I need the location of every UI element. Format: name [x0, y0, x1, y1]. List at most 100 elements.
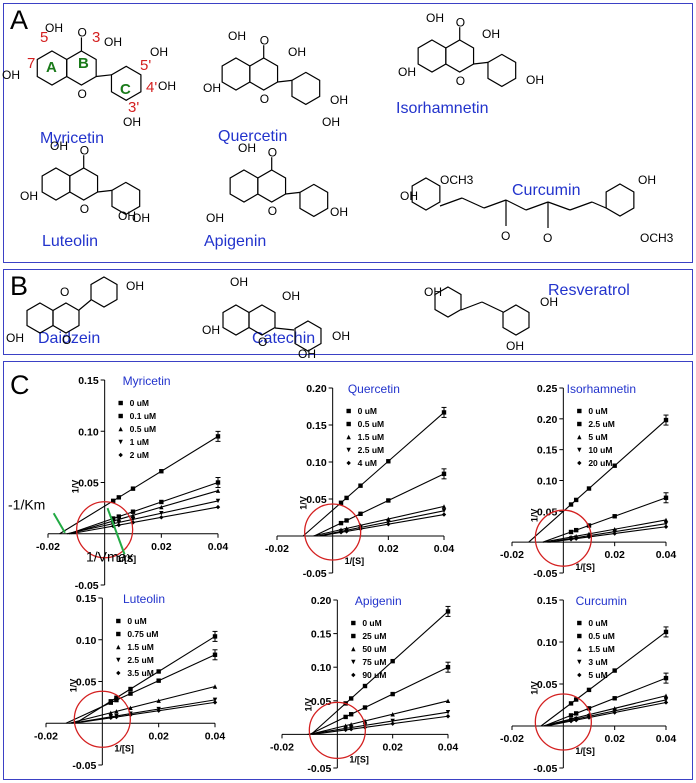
chart-5-xlabel: 1/[S] — [575, 746, 595, 756]
chart-4-legend-marker-4 — [351, 672, 356, 678]
chart-4-legend-marker-2 — [351, 646, 356, 652]
panel-label-c: C — [10, 370, 30, 400]
chart-4-series-1-point-3 — [390, 691, 395, 697]
chart-4-series-0-point-3 — [390, 658, 395, 664]
chart-4-series-4-point-4 — [445, 714, 451, 719]
catechin-label-oh-5: OH — [298, 347, 316, 360]
chart-3-series-line-3 — [71, 699, 216, 724]
chart-3-ylabel: 1/V — [68, 679, 78, 693]
chart-0-legend-marker-4 — [118, 452, 123, 458]
curcumin-ring-left — [411, 177, 441, 211]
daidzein-label-ring-o: O — [62, 333, 71, 347]
chart-5-series-2-point-4 — [663, 693, 669, 698]
chart-0-legend-label-0: 0 uM — [130, 398, 149, 408]
curcumin-chain-bond-0 — [439, 197, 463, 207]
chart-0-xtick-label-0: -0.02 — [36, 541, 60, 553]
chart-2-legend-marker-3 — [577, 447, 582, 453]
myricetin-structure-ring-c — [66, 50, 97, 86]
chart-5-highlight-circle — [534, 693, 592, 751]
chart-3-ytick-label-3: 0.15 — [76, 593, 97, 605]
chart-4-series-1-point-0 — [343, 714, 348, 720]
daidzein-ring-c — [52, 302, 80, 334]
chart-2-highlight-circle — [534, 509, 592, 567]
chart-2-ytick-label-1: 0.05 — [537, 506, 558, 518]
myricetin-structure-label-oh-1: OH — [104, 35, 122, 49]
chart-2-series-4-point-2 — [586, 534, 592, 540]
km-annotation: -1/Km — [8, 496, 45, 512]
chart-3-legend-marker-2 — [116, 644, 121, 650]
chart-5-ylabel: 1/V — [529, 681, 539, 695]
chart-5-xtick-label-2: 0.04 — [656, 733, 677, 745]
chart-1-legend-label-4: 4 uM — [358, 458, 377, 468]
isorhamnetin-structure-bond-bc — [473, 61, 489, 65]
chart-3-series-0-point-2 — [128, 686, 133, 692]
chart-0-series-line-1 — [68, 481, 219, 535]
chart-5-xtick-label-0: -0.02 — [500, 733, 524, 745]
chart-0-title: Myricetin — [123, 374, 171, 388]
chart-1-series-1-point-1 — [344, 518, 349, 523]
daidzein-bond-bc — [78, 299, 92, 311]
chart-3-legend-marker-0 — [116, 618, 121, 624]
chart-2-series-0-point-0 — [568, 502, 574, 507]
chart-4-series-1-point-1 — [348, 712, 354, 717]
chart-3-ytick-label-1: 0.05 — [76, 677, 97, 689]
catechin-label-oh-4: OH — [332, 329, 350, 343]
chart-0-legend-label-4: 2 uM — [130, 450, 149, 460]
curcumin-ring-right — [605, 183, 635, 217]
chart-3-series-2-point-4 — [212, 684, 218, 689]
chart-3-series-4-point-1 — [114, 714, 119, 720]
chart-3-xtick-label-2: 0.04 — [205, 730, 226, 742]
chart-5-legend-marker-1 — [577, 633, 582, 639]
chart-4-ytick-label-3: 0.15 — [311, 629, 332, 641]
compound-name-resveratrol: Resveratrol — [548, 282, 630, 299]
chart-4-title: Apigenin — [355, 594, 402, 608]
chart-2-legend-label-3: 10 uM — [588, 445, 612, 455]
chart-0-series-3-point-1 — [116, 520, 122, 525]
myricetin-ring-letter-1: B — [78, 55, 89, 72]
daidzein-label-oh-2: OH — [6, 331, 24, 345]
chart-1-series-3-point-4 — [441, 508, 447, 514]
chart-2-legend-marker-2 — [577, 434, 582, 440]
chart-1-legend-label-1: 0.5 uM — [358, 419, 384, 429]
myricetin-ring-letter-0: A — [46, 59, 57, 76]
chart-5-series-4-point-1 — [573, 717, 579, 723]
chart-4-legend-marker-0 — [351, 620, 356, 626]
myricetin-structure-label-oh-4: OH — [123, 115, 141, 129]
chart-5-ytick-label-0: -0.05 — [533, 763, 557, 775]
chart-1-legend-marker-1 — [346, 421, 351, 427]
chart-4-legend-marker-1 — [351, 633, 356, 639]
quercetin-structure-label-o: O — [260, 33, 269, 47]
chart-2-series-0-point-1 — [573, 497, 579, 503]
chart-5-legend-label-4: 5 uM — [588, 670, 607, 680]
chart-2-ylabel: 1/V — [529, 509, 539, 523]
chart-4-ytick-label-2: 0.10 — [311, 662, 332, 674]
chart-5-legend-marker-3 — [577, 659, 582, 665]
isorhamnetin-structure-label-oh-1: OH — [482, 27, 500, 41]
myricetin-structure-label-ring-o: O — [77, 87, 86, 101]
chart-1-series-0-point-2 — [358, 483, 363, 488]
chart-4-series-4-point-3 — [390, 721, 395, 726]
chart-0-series-3-point-2 — [130, 517, 136, 522]
resveratrol-ring-a — [434, 286, 462, 318]
luteolin-structure-label-oh-0: OH — [50, 139, 68, 153]
chart-1-series-2-point-4 — [441, 504, 447, 509]
chart-0-series-1-point-3 — [159, 499, 164, 505]
chart-5-series-line-4 — [546, 701, 667, 727]
chart-1-series-1-point-2 — [358, 511, 363, 516]
chart-0-xtick-label-2: 0.04 — [208, 541, 229, 553]
chart-1-series-4-point-3 — [386, 521, 391, 527]
chart-2-legend-marker-1 — [577, 421, 582, 427]
chart-4-ytick-label-1: 0.05 — [311, 696, 332, 708]
chart-1-highlight-circle — [304, 503, 362, 561]
chart-4-xtick-label-1: 0.02 — [382, 741, 403, 753]
chart-2-xtick-label-2: 0.04 — [656, 549, 677, 561]
chart-4-series-2-point-3 — [390, 712, 395, 717]
chart-4-series-3-point-3 — [390, 718, 395, 724]
chart-3-title: Luteolin — [123, 592, 165, 606]
resveratrol-bond-2 — [481, 301, 504, 313]
chart-3-series-4-point-4 — [212, 700, 218, 705]
chart-0-xtick-label-1: 0.02 — [151, 541, 172, 553]
